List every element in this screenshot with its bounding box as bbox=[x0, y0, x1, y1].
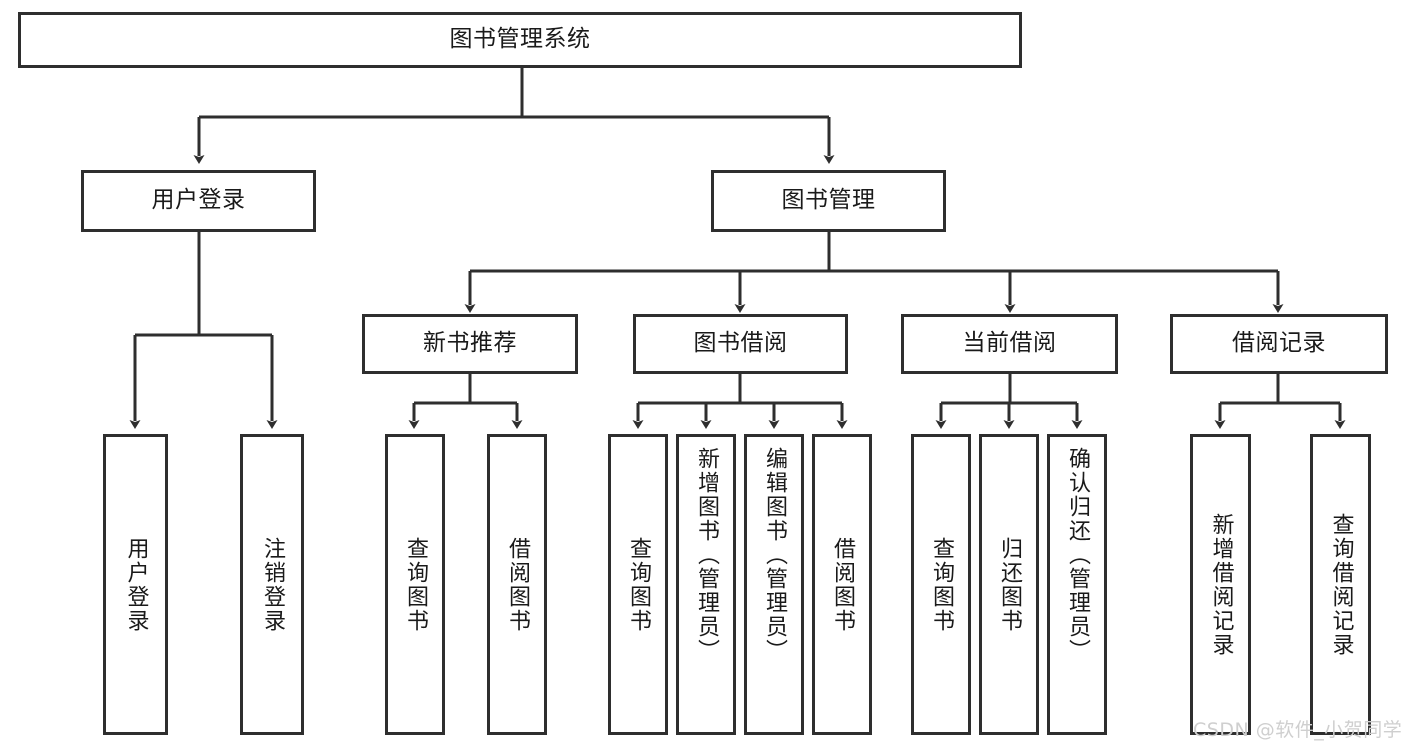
leaf-borrow-query-book-label: 查询图书 bbox=[626, 536, 651, 633]
root-to-level1-connectors bbox=[193, 68, 835, 164]
leaf-borrow-borrow-book[interactable]: 借阅图书 bbox=[812, 434, 872, 735]
leaf-borrow-edit-book-admin-label: 编辑图书（管理员） bbox=[762, 447, 787, 663]
leaf-current-return-book-label: 归还图书 bbox=[997, 536, 1022, 633]
leaf-user-logout-label: 注销登录 bbox=[260, 536, 285, 633]
leaf-recommend-query-book-label: 查询图书 bbox=[403, 536, 428, 633]
leaf-borrow-add-book-admin[interactable]: 新增图书（管理员） bbox=[676, 434, 736, 735]
level2-record-to-leaf-connectors bbox=[1214, 374, 1346, 429]
node-book-management[interactable]: 图书管理 bbox=[711, 170, 946, 232]
leaf-current-return-book[interactable]: 归还图书 bbox=[979, 434, 1039, 735]
leaf-record-add-record-label: 新增借阅记录 bbox=[1208, 512, 1234, 657]
leaf-current-query-book[interactable]: 查询图书 bbox=[911, 434, 971, 735]
leaf-borrow-query-book[interactable]: 查询图书 bbox=[608, 434, 668, 735]
node-book-borrow-label: 图书借阅 bbox=[693, 330, 788, 357]
leaf-current-query-book-label: 查询图书 bbox=[929, 536, 954, 633]
node-book-management-label: 图书管理 bbox=[781, 187, 876, 214]
node-root-label: 图书管理系统 bbox=[449, 26, 591, 53]
node-current-borrow[interactable]: 当前借阅 bbox=[901, 314, 1118, 374]
leaf-user-login[interactable]: 用户登录 bbox=[103, 434, 168, 735]
level1-manage-to-level2-connectors bbox=[464, 232, 1284, 313]
leaf-borrow-add-book-admin-label: 新增图书（管理员） bbox=[694, 447, 719, 663]
level1-user-to-leaf-connectors bbox=[129, 232, 278, 429]
leaf-record-query-record-label: 查询借阅记录 bbox=[1328, 512, 1354, 657]
leaf-current-confirm-return-admin[interactable]: 确认归还（管理员） bbox=[1047, 434, 1107, 735]
leaf-recommend-query-book[interactable]: 查询图书 bbox=[385, 434, 445, 735]
leaf-borrow-borrow-book-label: 借阅图书 bbox=[830, 536, 855, 633]
node-borrow-record-label: 借阅记录 bbox=[1232, 330, 1326, 357]
leaf-current-confirm-return-admin-label: 确认归还（管理员） bbox=[1065, 447, 1090, 663]
node-new-book-recommend[interactable]: 新书推荐 bbox=[362, 314, 578, 374]
leaf-recommend-borrow-book-label: 借阅图书 bbox=[505, 536, 530, 633]
leaf-user-logout[interactable]: 注销登录 bbox=[240, 434, 304, 735]
node-user-login-label: 用户登录 bbox=[151, 187, 246, 214]
node-root-library-system[interactable]: 图书管理系统 bbox=[18, 12, 1022, 68]
node-book-borrow[interactable]: 图书借阅 bbox=[633, 314, 848, 374]
level2-recommend-to-leaf-connectors bbox=[408, 374, 523, 429]
node-user-login[interactable]: 用户登录 bbox=[81, 170, 316, 232]
leaf-record-add-record[interactable]: 新增借阅记录 bbox=[1190, 434, 1251, 735]
leaf-record-query-record[interactable]: 查询借阅记录 bbox=[1310, 434, 1371, 735]
leaf-recommend-borrow-book[interactable]: 借阅图书 bbox=[487, 434, 547, 735]
node-borrow-record[interactable]: 借阅记录 bbox=[1170, 314, 1388, 374]
leaf-user-login-label: 用户登录 bbox=[123, 536, 149, 633]
node-current-borrow-label: 当前借阅 bbox=[962, 330, 1057, 357]
leaf-borrow-edit-book-admin[interactable]: 编辑图书（管理员） bbox=[744, 434, 804, 735]
level2-current-to-leaf-connectors bbox=[935, 374, 1083, 429]
level2-borrow-to-leaf-connectors bbox=[632, 374, 848, 429]
node-new-book-recommend-label: 新书推荐 bbox=[423, 330, 517, 357]
